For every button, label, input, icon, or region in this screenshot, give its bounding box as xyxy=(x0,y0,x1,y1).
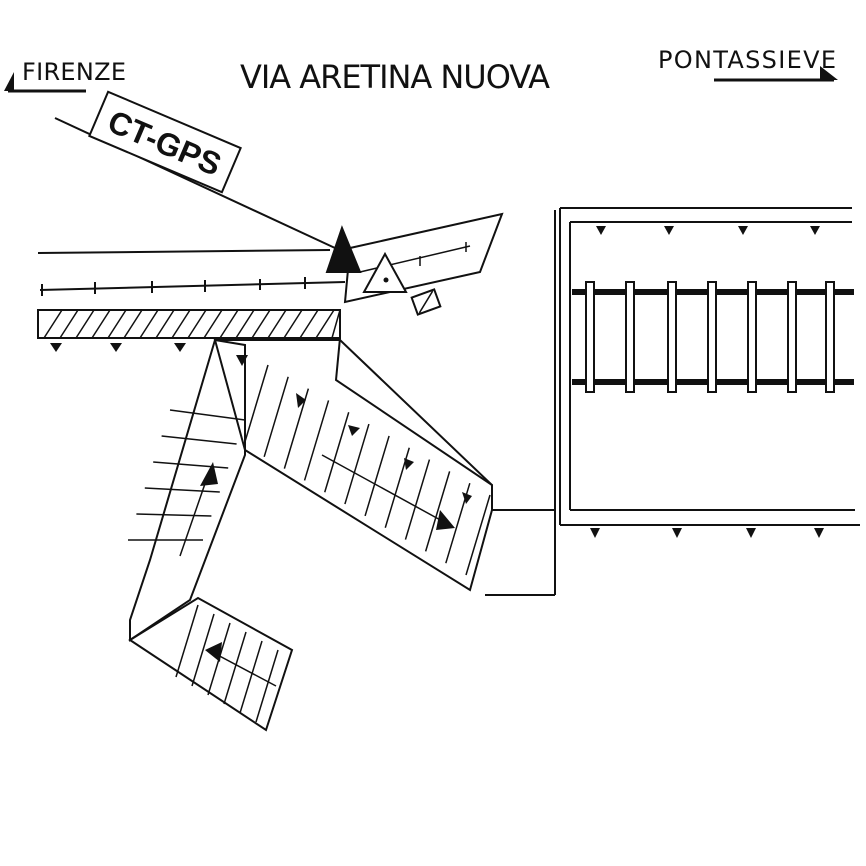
ramp-left xyxy=(128,338,246,642)
railway-sleeper xyxy=(585,281,595,393)
arrow-right-icon xyxy=(820,66,838,80)
railway-track xyxy=(572,281,854,393)
railway-area xyxy=(559,207,860,538)
ct-gps-tag: CT-GPS xyxy=(88,90,242,194)
vehicle-a-icon xyxy=(325,225,362,273)
arrow-left-icon xyxy=(4,72,14,91)
direction-pontassieve: PONTASSIEVE xyxy=(658,46,838,82)
railway-sleeper xyxy=(625,281,635,393)
label-firenze: FIRENZE xyxy=(22,58,126,86)
road-name-title: VIA ARETINA NUOVA xyxy=(240,58,550,96)
vehicle-b-icon xyxy=(362,251,408,293)
label-pontassieve: PONTASSIEVE xyxy=(658,46,836,74)
arrow-up-icon xyxy=(200,462,218,486)
signal-box-icon xyxy=(410,288,442,316)
railway-sleeper xyxy=(825,281,835,393)
ramp-upper xyxy=(213,339,493,592)
ramp-lower xyxy=(128,596,294,732)
railway-sleeper xyxy=(667,281,677,393)
railway-sleeper xyxy=(787,281,797,393)
main-road xyxy=(37,212,504,352)
arrow-down-icon xyxy=(436,510,455,530)
railway-sleeper xyxy=(707,281,717,393)
railway-sleeper xyxy=(747,281,757,393)
side-road xyxy=(334,210,556,596)
direction-firenze: FIRENZE xyxy=(4,58,126,93)
